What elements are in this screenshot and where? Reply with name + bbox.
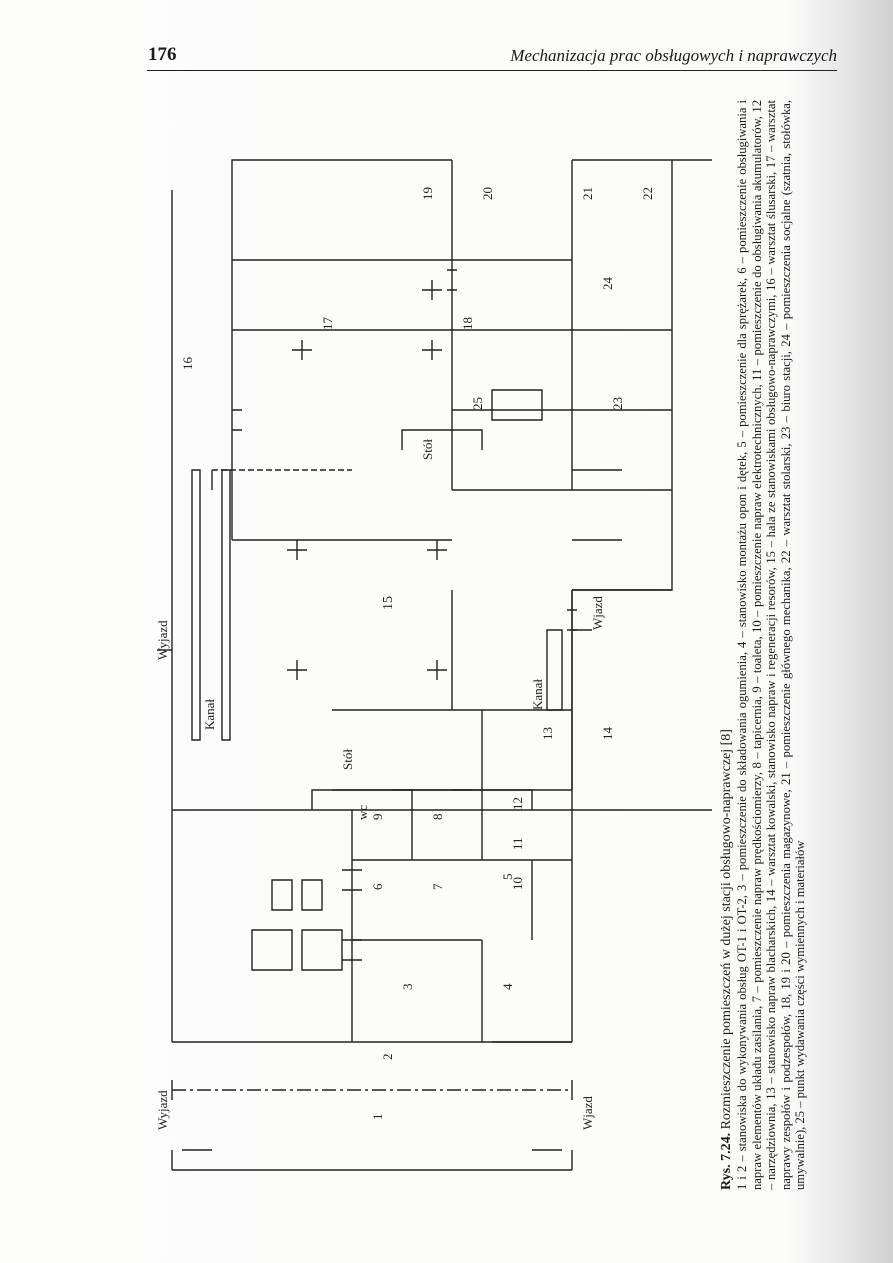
room-label: 3 xyxy=(400,984,415,991)
room-label: 20 xyxy=(480,187,495,200)
room-label: 7 xyxy=(430,883,445,890)
room-label: 12 xyxy=(510,797,525,810)
entry-label: Wjazd xyxy=(580,1096,595,1130)
room-label: 8 xyxy=(430,814,445,821)
room-label: 5 xyxy=(500,874,515,881)
room-label: 25 xyxy=(470,397,485,410)
room-label: 22 xyxy=(640,187,655,200)
room-label: 17 xyxy=(320,317,335,331)
room-label: 23 xyxy=(610,397,625,410)
plan-text-labels: Wyjazd Wyjazd Wjazd Wjazd Kanał Kanał St… xyxy=(155,439,605,1130)
room-label: 24 xyxy=(600,277,615,291)
room-label: 2 xyxy=(380,1054,395,1061)
room-numbers: 1 2 3 4 5 6 7 8 9 wc 10 11 12 13 14 15 1 xyxy=(180,187,655,1120)
room-label: 10 xyxy=(510,877,525,890)
room-label: 13 xyxy=(540,727,555,740)
room-label: 14 xyxy=(600,727,615,741)
page-number: 176 xyxy=(148,44,177,65)
room-label: 1 xyxy=(370,1114,385,1121)
room-label: 16 xyxy=(180,357,195,371)
room-label: 6 xyxy=(370,883,385,890)
running-title: Mechanizacja prac obsługowych i naprawcz… xyxy=(510,46,837,65)
room-label: 11 xyxy=(510,837,525,850)
figure-id: Rys. 7.24. xyxy=(719,1132,734,1190)
table-label: Stół xyxy=(420,439,435,460)
caption-title-line: Rys. 7.24. Rozmieszczenie pomieszczeń w … xyxy=(719,100,734,1190)
room-label: 9 xyxy=(370,814,385,821)
room-label: wc xyxy=(355,805,370,820)
room-label: 4 xyxy=(500,983,515,990)
room-label: 19 xyxy=(420,187,435,200)
figure-caption: Rys. 7.24. Rozmieszczenie pomieszczeń w … xyxy=(719,100,808,1190)
header-rule xyxy=(147,70,837,71)
rotated-figure-block: 1 2 3 4 5 6 7 8 9 wc 10 11 12 13 14 15 1 xyxy=(152,90,893,1190)
table-label: Stół xyxy=(340,749,355,770)
room-label: 15 xyxy=(381,596,396,610)
floor-plan: 1 2 3 4 5 6 7 8 9 wc 10 11 12 13 14 15 1 xyxy=(152,90,893,1190)
caption-body: 1 i 2 – stanowiska do wykonywania obsług… xyxy=(735,100,808,1190)
channel-label: Kanał xyxy=(530,679,545,710)
room-label: 21 xyxy=(580,187,595,200)
figure-title: Rozmieszczenie pomieszczeń w dużej stacj… xyxy=(719,729,734,1130)
channel-label: Kanał xyxy=(202,699,217,730)
entry-label: Wjazd xyxy=(590,596,605,630)
exit-label: Wyjazd xyxy=(155,1090,170,1130)
room-label: 18 xyxy=(460,317,475,330)
floor-plan-drawing: 1 2 3 4 5 6 7 8 9 wc 10 11 12 13 14 15 1 xyxy=(155,159,893,1171)
exit-label: Wyjazd xyxy=(155,620,170,660)
